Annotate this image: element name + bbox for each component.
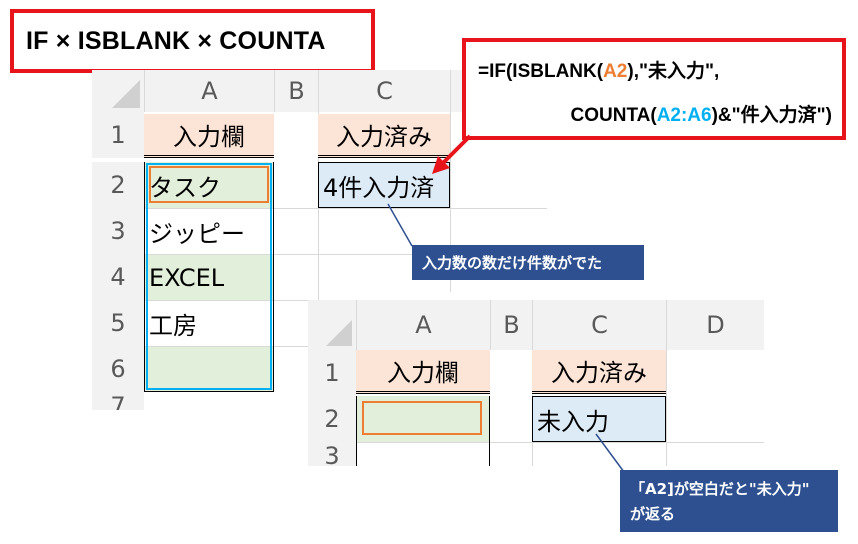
cell-a2[interactable]: タスク [145, 162, 273, 208]
cell-a1[interactable]: 入力欄 [356, 350, 490, 394]
row-header-1[interactable]: 1 [92, 112, 144, 158]
column-header-b[interactable]: B [274, 70, 318, 112]
row-header-2[interactable]: 2 [92, 162, 144, 208]
corner-triangle-icon [112, 80, 140, 108]
cell-a5[interactable]: 工房 [145, 300, 273, 346]
row-header-1[interactable]: 1 [308, 350, 356, 396]
callout-pointer-icon [595, 433, 625, 473]
formula-ref-a2: A2 [603, 61, 628, 82]
gridline [318, 112, 319, 410]
cell-a4-text: EXCEL [149, 263, 225, 292]
cell-c1-text: 入力済み [336, 123, 432, 151]
title-box: IF × ISBLANK × COUNTA [10, 9, 375, 73]
cell-c1-text: 入力済み [551, 359, 647, 387]
column-header-a[interactable]: A [356, 300, 490, 350]
red-arrow-icon [432, 134, 472, 174]
column-header-a[interactable]: A [144, 70, 274, 112]
a2-reference-highlight [149, 166, 269, 203]
formula-ref-a2-a6: A2:A6 [656, 105, 712, 126]
a3-column-border [356, 442, 490, 466]
column-header-d[interactable]: D [666, 300, 764, 350]
select-all-corner[interactable] [92, 70, 144, 112]
row-header-7[interactable]: 7 [92, 392, 144, 410]
row-header-3[interactable]: 3 [308, 442, 356, 466]
cell-c2-text: 未入力 [537, 407, 609, 436]
cell-c2-text: 4件入力済 [323, 173, 435, 202]
gridline [144, 208, 547, 209]
row-header-6[interactable]: 6 [92, 346, 144, 392]
select-all-corner-2[interactable] [308, 300, 356, 350]
callout-two: 「A2]が空白だと"未入力" が返る [620, 470, 838, 532]
gridline [356, 442, 764, 443]
column-header-c[interactable]: C [318, 70, 450, 112]
cell-a3[interactable]: ジッピー [145, 208, 273, 254]
cell-a5-text: 工房 [149, 312, 197, 340]
cell-a6[interactable] [145, 346, 273, 391]
range-a2-a6: タスク ジッピー EXCEL 工房 [144, 162, 274, 392]
cell-a1[interactable]: 入力欄 [144, 114, 274, 158]
callout-two-line2: が返る [630, 505, 676, 523]
formula-text: )&"件入力済") [711, 105, 832, 126]
callout-one-text: 入力数の数だけ件数がでた [422, 254, 603, 272]
row-header-2[interactable]: 2 [308, 396, 356, 442]
page-title: IF × ISBLANK × COUNTA [26, 26, 326, 55]
cell-a4[interactable]: EXCEL [145, 254, 273, 300]
cell-c1[interactable]: 入力済み [318, 114, 450, 158]
formula-text: ),"未入力", [627, 61, 720, 82]
a2-reference-highlight [362, 401, 482, 435]
callout-two-line1: 「A2]が空白だと"未入力" [630, 480, 810, 498]
cell-a2[interactable] [356, 396, 490, 442]
a2-a6-reference-highlight [146, 163, 272, 390]
cell-c2[interactable]: 未入力 [532, 396, 666, 442]
callout-one: 入力数の数だけ件数がでた [412, 245, 644, 280]
spreadsheet-2: A B C D 1 2 3 入力欄 入力済み 未入力 [308, 300, 764, 466]
callout-pointer-icon [387, 203, 413, 247]
formula-line-2: COUNTA(A2:A6)&"件入力済") [571, 100, 833, 127]
formula-text: COUNTA( [570, 105, 657, 126]
column-header-c[interactable]: C [532, 300, 666, 350]
row-header-4[interactable]: 4 [92, 254, 144, 300]
cell-a1-text: 入力欄 [173, 123, 245, 151]
formula-line-1: =IF(ISBLANK(A2),"未入力", [478, 56, 719, 83]
spreadsheet-1: A B C 1 2 3 4 5 6 7 入力欄 入力済み タスク ジッピー EX… [92, 70, 547, 410]
cell-c1[interactable]: 入力済み [532, 350, 666, 394]
column-header-b[interactable]: B [490, 300, 532, 350]
cell-a2-text: タスク [149, 173, 221, 202]
row-header-5[interactable]: 5 [92, 300, 144, 346]
gridline [450, 112, 451, 292]
row-header-3[interactable]: 3 [92, 208, 144, 254]
formula-text: =IF(ISBLANK( [478, 61, 604, 82]
corner-triangle-icon [326, 320, 352, 346]
gridline [144, 254, 547, 255]
gridline [666, 350, 667, 466]
formula-callout: =IF(ISBLANK(A2),"未入力", COUNTA(A2:A6)&"件入… [462, 38, 846, 140]
cell-a1-text: 入力欄 [387, 359, 459, 387]
cell-a3-text: ジッピー [149, 220, 245, 248]
cell-c2[interactable]: 4件入力済 [318, 162, 450, 208]
